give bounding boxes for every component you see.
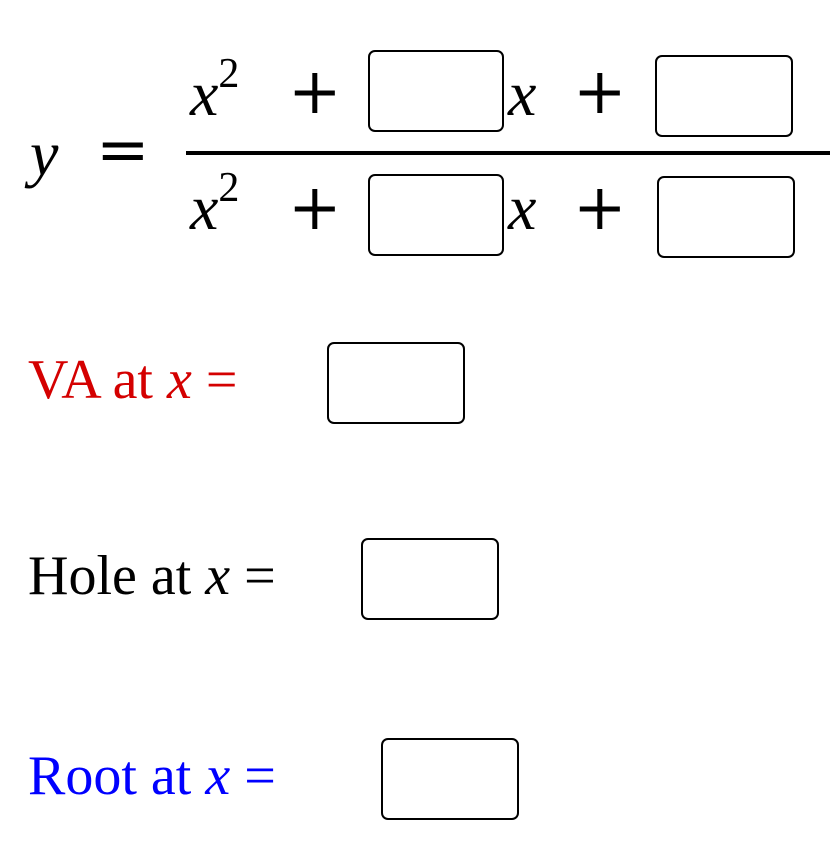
- root-variable: x: [205, 745, 231, 807]
- denominator-x: x: [190, 172, 219, 243]
- lhs-variable: y: [30, 118, 59, 189]
- denominator-x-term: x: [508, 172, 537, 243]
- denominator-x-squared: x2: [190, 167, 239, 240]
- denominator-linear-coefficient-input[interactable]: [368, 174, 504, 256]
- hole-label: Hole at x =: [28, 548, 276, 604]
- hole-label-text: Hole at: [28, 545, 192, 607]
- hole-input[interactable]: [361, 538, 499, 620]
- fraction-bar: [186, 151, 830, 155]
- equals-sign: =: [96, 113, 150, 187]
- va-label-text: VA at: [28, 349, 153, 411]
- root-equals: =: [244, 745, 276, 807]
- numerator-constant-input[interactable]: [655, 55, 793, 137]
- denominator-exponent: 2: [218, 165, 240, 211]
- va-label: VA at x =: [28, 352, 237, 408]
- root-label-text: Root at: [28, 745, 192, 807]
- denominator-constant-input[interactable]: [657, 176, 795, 258]
- numerator-x: x: [190, 58, 219, 129]
- denominator-plus-2: +: [573, 171, 627, 245]
- numerator-x-term: x: [508, 58, 537, 129]
- numerator-linear-coefficient-input[interactable]: [368, 50, 504, 132]
- root-label: Root at x =: [28, 748, 276, 804]
- hole-variable: x: [205, 545, 231, 607]
- numerator-plus-1: +: [288, 55, 342, 129]
- va-equals: =: [205, 349, 238, 411]
- root-input[interactable]: [381, 738, 519, 820]
- denominator-plus-1: +: [288, 171, 342, 245]
- numerator-x-squared: x2: [190, 53, 239, 126]
- numerator-exponent: 2: [218, 51, 240, 97]
- va-input[interactable]: [327, 342, 465, 424]
- va-variable: x: [167, 349, 192, 411]
- numerator-plus-2: +: [573, 55, 627, 129]
- hole-equals: =: [244, 545, 276, 607]
